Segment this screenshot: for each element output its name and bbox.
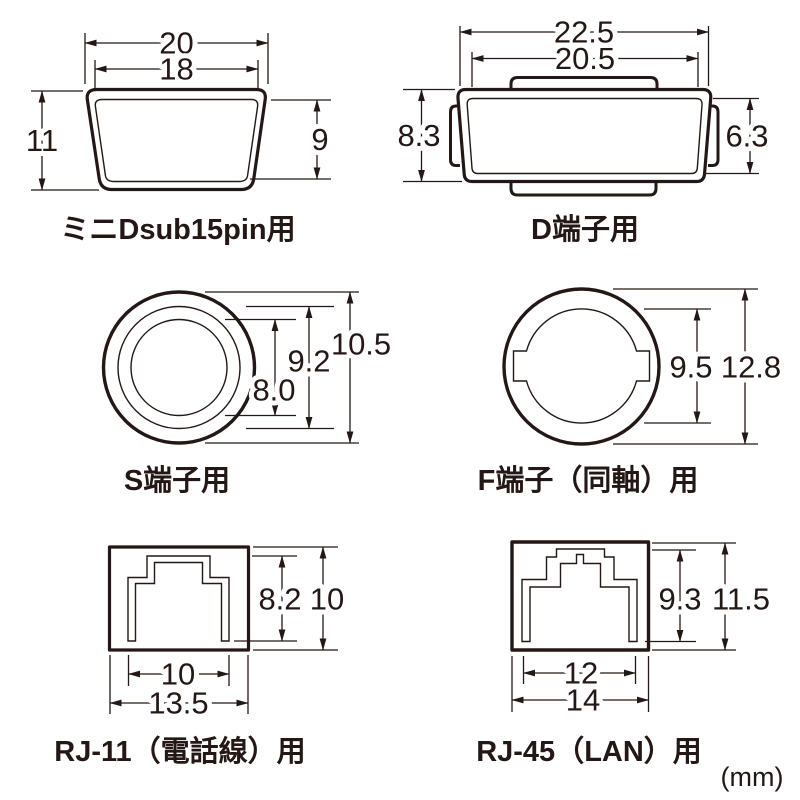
dim-opening-width: 12 [564,656,598,691]
dim-right-height: 6.3 [725,119,768,154]
rj45-label: RJ-45（LAN）用 [476,735,702,768]
rj11-label: RJ-11（電話線）用 [54,734,305,768]
rj11-opening-profile [127,555,230,642]
mini-dsub-cap-outline [85,87,267,192]
mini-dsub-inner-line [94,98,259,183]
dim-outer-width: 14 [566,683,600,718]
dim-outer-diameter: 12.8 [721,350,781,385]
dim-left-height: 11 [26,123,58,158]
dim-opening-height: 8.2 [258,582,301,617]
dim-middle-diameter: 9.2 [287,344,330,379]
rj45-diagram: 9.3 11.5 12 14 RJ-45（LAN）用 [476,540,775,768]
dim-outer-diameter: 10.5 [331,327,391,362]
mini-dsub-label: ミニDsub15pin用 [60,214,295,246]
f-terminal-label: F端子（同軸）用 [478,464,699,497]
d-terminal-label: D端子用 [531,213,639,246]
dim-opening-height: 9.3 [658,582,701,617]
dim-inner-diameter: 8.0 [252,373,295,408]
dim-outer-height: 10 [310,582,344,617]
s-terminal-diagram: 10.5 9.2 8.0 S端子用 [101,290,396,497]
dim-inner-diameter: 9.5 [669,350,712,385]
d-terminal-diagram: 22.5 20.5 8.3 6.3 D端子用 [392,10,773,247]
dim-inner-width: 20.5 [555,41,615,76]
f-terminal-inner-shape [512,308,651,424]
d-terminal-bottom-tab [509,181,658,197]
d-terminal-top-tab [509,76,659,90]
dim-inner-width: 18 [159,52,193,87]
dim-outer-width: 20 [159,26,193,61]
d-terminal-cap-outline [456,87,713,184]
dim-outer-width: 13.5 [148,686,208,721]
s-terminal-outer-circle [101,290,257,445]
s-terminal-label: S端子用 [124,464,230,497]
rj11-diagram: 8.2 10 10 13.5 RJ-11（電話線）用 [54,545,349,768]
dim-outer-height: 11.5 [712,582,770,617]
d-terminal-inner-line [466,97,703,175]
d-terminal-right-bump [708,104,720,167]
rj45-opening-profile [521,548,638,643]
d-terminal-left-bump [449,104,460,167]
rj11-cap-outline [107,545,251,652]
s-terminal-inner-circle [130,318,228,417]
f-terminal-diagram: 9.5 12.8 F端子（同軸）用 [478,287,786,497]
mini-dsub-diagram: 20 18 11 9 ミニDsub15pin用 [21,21,334,247]
f-terminal-outer-circle [502,287,661,446]
dim-right-height: 9 [311,122,328,157]
unit-label: (mm) [721,762,784,792]
s-terminal-middle-circle [117,305,241,430]
dim-opening-width: 10 [161,657,195,692]
dim-outer-width: 22.5 [554,15,614,50]
dim-left-height: 8.3 [397,118,440,153]
rj45-cap-outline [510,540,651,652]
